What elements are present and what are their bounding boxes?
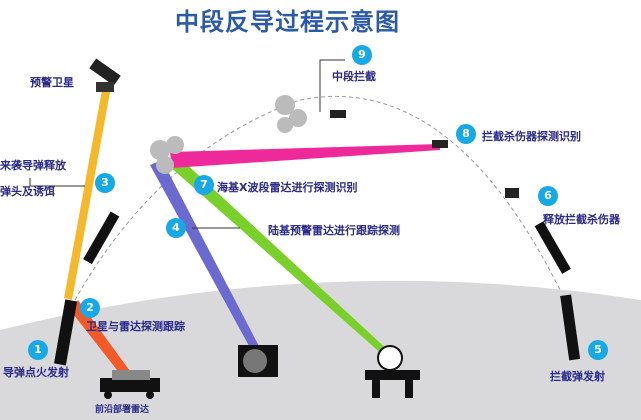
sea-radar-beam: [168, 160, 390, 356]
missile-icon: [54, 211, 581, 366]
forward-radar-truck-icon: [100, 370, 160, 399]
pointer-lines: [29, 59, 345, 229]
step-badge-3: 3: [95, 173, 115, 193]
step-badge-9: 9: [352, 45, 372, 65]
trajectory: [74, 96, 561, 301]
land-radar-beam: [150, 160, 262, 355]
step-label-7: 海基X波段雷达进行探测识别: [217, 181, 358, 194]
step-label-8: 拦截杀伤器探测识别: [482, 130, 581, 143]
step-badge-5: 5: [588, 340, 608, 360]
satellite-icon: [89, 58, 121, 92]
satellite-beam: [64, 90, 110, 300]
step-badge-6: 6: [538, 186, 558, 206]
step-label-2: 卫星与雷达探测跟踪: [86, 320, 185, 333]
label-forward-radar: 前沿部署雷达: [95, 405, 150, 415]
page-title: 中段反导过程示意图: [175, 8, 400, 36]
debris-cloud-icon: [150, 95, 307, 174]
step-label-1: 导弹点火发射: [3, 366, 69, 379]
step-label-4: 陆基预警雷达进行跟踪探测: [268, 224, 400, 237]
forward-radar-beam: [70, 300, 135, 384]
label-release-2: 弹头及诱饵: [0, 185, 55, 198]
step-badge-2: 2: [80, 298, 100, 318]
label-release-1: 来袭导弹释放: [0, 159, 66, 172]
step-label-5: 拦截弹发射: [550, 370, 605, 383]
earth-surface: [0, 280, 641, 420]
label-satellite: 预警卫星: [30, 76, 74, 89]
sea-radar-icon: [365, 345, 420, 398]
step-badge-1: 1: [28, 340, 48, 360]
land-radar-icon: [238, 345, 278, 377]
step-badge-7: 7: [194, 175, 214, 195]
step-label-9: 中段拦截: [332, 70, 376, 83]
kill-vehicle-beam: [170, 144, 440, 168]
step-badge-4: 4: [166, 218, 186, 238]
kill-vehicle-icon: [330, 110, 519, 198]
step-badge-8: 8: [456, 124, 476, 144]
step-label-6: 释放拦截杀伤器: [543, 213, 620, 226]
